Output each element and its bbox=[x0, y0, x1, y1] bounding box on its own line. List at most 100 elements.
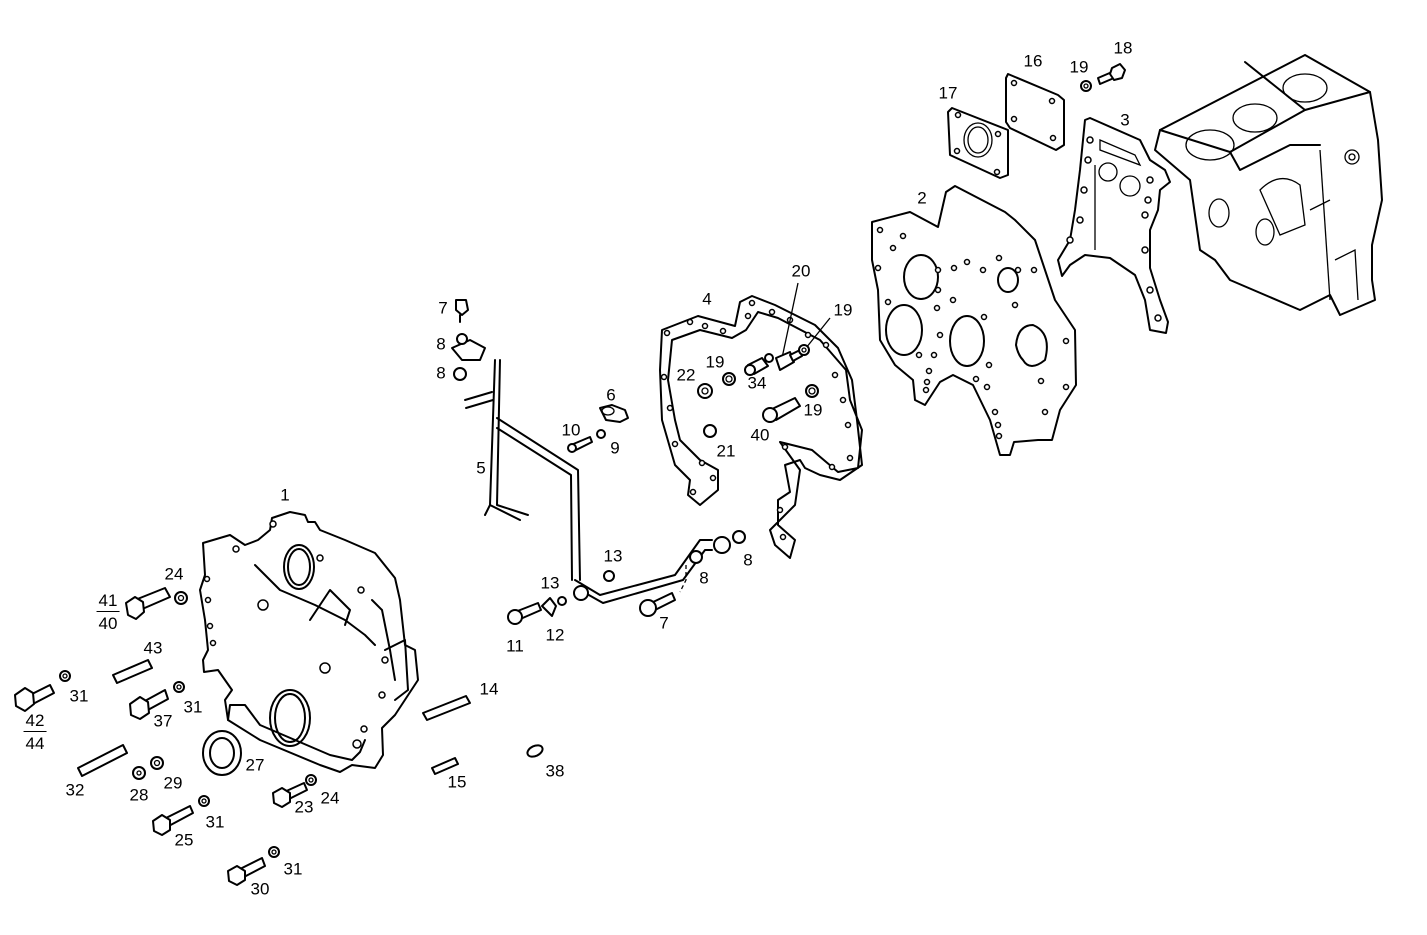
dowel-14 bbox=[422, 695, 471, 721]
callout-37: 37 bbox=[153, 711, 173, 731]
callout-12: 12 bbox=[545, 625, 565, 645]
engine-block bbox=[1154, 54, 1383, 316]
bolt-25 bbox=[152, 805, 194, 836]
washer-29 bbox=[150, 756, 164, 770]
callout-1: 1 bbox=[280, 485, 290, 505]
callout-19-d: 19 bbox=[803, 400, 823, 420]
timing-cover-1 bbox=[199, 511, 419, 773]
washer-31-c bbox=[198, 795, 210, 807]
bolt-11 bbox=[507, 602, 542, 625]
seal-ring-27 bbox=[202, 730, 242, 776]
oil-pipe-5 bbox=[451, 299, 746, 604]
callout-13-a: 13 bbox=[603, 546, 623, 566]
callout-31-c: 31 bbox=[205, 812, 225, 832]
washer-24-lower bbox=[305, 774, 317, 786]
washer-19-left bbox=[722, 372, 736, 386]
callout-16: 16 bbox=[1023, 51, 1043, 71]
callout-31-d: 31 bbox=[283, 859, 303, 879]
nut-22 bbox=[697, 383, 713, 399]
callout-29: 29 bbox=[163, 773, 183, 793]
callout-27: 27 bbox=[245, 755, 265, 775]
stud-32 bbox=[77, 744, 128, 777]
callout-6: 6 bbox=[606, 385, 616, 405]
fitting-34 bbox=[744, 353, 774, 376]
callout-14: 14 bbox=[479, 679, 499, 699]
callout-25: 25 bbox=[174, 830, 194, 850]
callout-18: 18 bbox=[1113, 38, 1133, 58]
fraction-top: 41 bbox=[96, 591, 120, 612]
callout-10: 10 bbox=[561, 420, 581, 440]
callout-9: 9 bbox=[610, 438, 620, 458]
bolt-20 bbox=[775, 349, 803, 371]
callout-19-a: 19 bbox=[1069, 57, 1089, 77]
nut-28 bbox=[132, 766, 146, 780]
washer-13a bbox=[557, 596, 567, 606]
stud-43 bbox=[112, 659, 153, 684]
callout-32: 32 bbox=[65, 780, 85, 800]
callout-28: 28 bbox=[129, 785, 149, 805]
gasket-17 bbox=[947, 107, 1009, 179]
callout-5: 5 bbox=[476, 458, 486, 478]
callout-21: 21 bbox=[716, 441, 736, 461]
washer-31-a bbox=[59, 670, 71, 682]
cover-plate-16 bbox=[1005, 73, 1065, 151]
gasket-4 bbox=[659, 295, 863, 559]
callout-30: 30 bbox=[250, 879, 270, 899]
callout-24-a: 24 bbox=[164, 564, 184, 584]
clip-6 bbox=[599, 404, 629, 423]
washer-31-b bbox=[173, 681, 185, 693]
fraction-top: 42 bbox=[23, 711, 47, 732]
washer-13b bbox=[603, 570, 615, 582]
callout-8-b: 8 bbox=[436, 363, 446, 383]
callout-38: 38 bbox=[545, 761, 565, 781]
callout-4: 4 bbox=[702, 289, 712, 309]
callout-11: 11 bbox=[506, 636, 524, 656]
gear-plate-2 bbox=[871, 185, 1077, 456]
callout-8-c: 8 bbox=[699, 568, 709, 588]
callout-31-b: 31 bbox=[183, 697, 203, 717]
bolt-42-44 bbox=[14, 684, 55, 712]
callout-8-d: 8 bbox=[743, 550, 753, 570]
bolt-41-40 bbox=[125, 587, 171, 620]
washer-19-top bbox=[1080, 80, 1092, 92]
washer-31-d bbox=[268, 846, 280, 858]
callout-7-lower: 7 bbox=[659, 613, 669, 633]
washer-19-low bbox=[805, 384, 819, 398]
fraction-bottom: 40 bbox=[98, 614, 118, 633]
stud-15 bbox=[431, 757, 459, 775]
bolt-10 bbox=[567, 436, 593, 453]
callout-7-upper: 7 bbox=[438, 298, 448, 318]
clamp-12 bbox=[541, 597, 557, 617]
plug-21 bbox=[703, 424, 717, 438]
bolt-30 bbox=[227, 857, 266, 886]
fraction-bottom: 44 bbox=[25, 734, 45, 753]
plug-38 bbox=[526, 744, 544, 758]
bolt-7-lower bbox=[639, 592, 676, 617]
callout-40: 40 bbox=[750, 425, 770, 445]
callout-17: 17 bbox=[938, 83, 958, 103]
washer-9 bbox=[596, 429, 606, 439]
callout-34: 34 bbox=[747, 373, 767, 393]
callout-13-b: 13 bbox=[540, 573, 560, 593]
bolt-40-right bbox=[762, 397, 801, 423]
bolt-18 bbox=[1097, 63, 1126, 85]
leader-19 bbox=[805, 317, 831, 349]
bolt-37 bbox=[129, 689, 169, 720]
callout-15: 15 bbox=[447, 772, 467, 792]
callout-2: 2 bbox=[917, 188, 927, 208]
callout-24-b: 24 bbox=[320, 788, 340, 808]
callout-fraction-41-40: 41 40 bbox=[96, 591, 120, 633]
washer-24-upper bbox=[174, 591, 188, 605]
callout-3: 3 bbox=[1120, 110, 1130, 130]
callout-19-c: 19 bbox=[705, 352, 725, 372]
callout-23: 23 bbox=[294, 797, 314, 817]
bolt-23 bbox=[272, 782, 308, 808]
callout-fraction-42-44: 42 44 bbox=[23, 711, 47, 753]
washer-19-mid bbox=[798, 344, 810, 356]
callout-22: 22 bbox=[676, 365, 696, 385]
leader-20 bbox=[781, 282, 799, 359]
callout-8-a: 8 bbox=[436, 334, 446, 354]
callout-20: 20 bbox=[791, 261, 811, 281]
